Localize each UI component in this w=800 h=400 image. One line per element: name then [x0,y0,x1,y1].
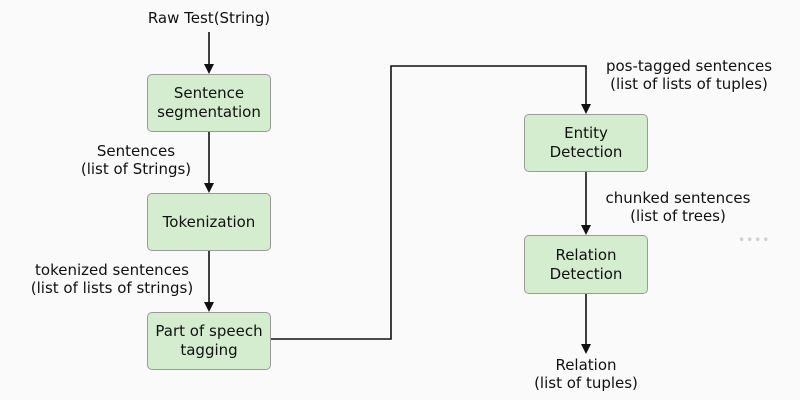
tokenization-node: Tokenization [147,193,271,251]
decorative-dots: •••• [738,233,771,247]
input-label: Raw Test(String) [147,9,271,27]
pos-tagged-sentences-edge-label: pos-tagged sentences (list of lists of t… [605,57,773,93]
relation-output-label: Relation (list of tuples) [534,356,638,392]
sentence-segmentation-line-2: segmentation [157,103,261,121]
pos-tagging-line-2: tagging [180,341,238,359]
sentence-segmentation-node: Sentence segmentation [147,74,271,132]
pos-tagging-line-1: Part of speech [155,322,263,340]
relation-detection-line-1: Relation [555,245,617,264]
tokenized-sentences-edge-label: tokenized sentences (list of lists of st… [30,261,194,297]
entity-detection-line-1: Entity [564,124,608,142]
relation-detection-node: Relation Detection [524,235,648,294]
sentences-edge-label: Sentences (list of Strings) [80,142,192,178]
tokenization-line-1: Tokenization [162,212,256,231]
pos-tagging-node: Part of speech tagging [147,312,271,370]
relation-detection-line-2: Detection [549,264,623,283]
arrow-pos-tagging-to-entity-detection [271,65,591,340]
chunked-sentences-edge-label: chunked sentences (list of trees) [605,189,751,225]
entity-detection-node: Entity Detection [524,114,648,172]
entity-detection-line-2: Detection [549,143,623,161]
sentence-segmentation-line-1: Sentence [173,84,245,102]
